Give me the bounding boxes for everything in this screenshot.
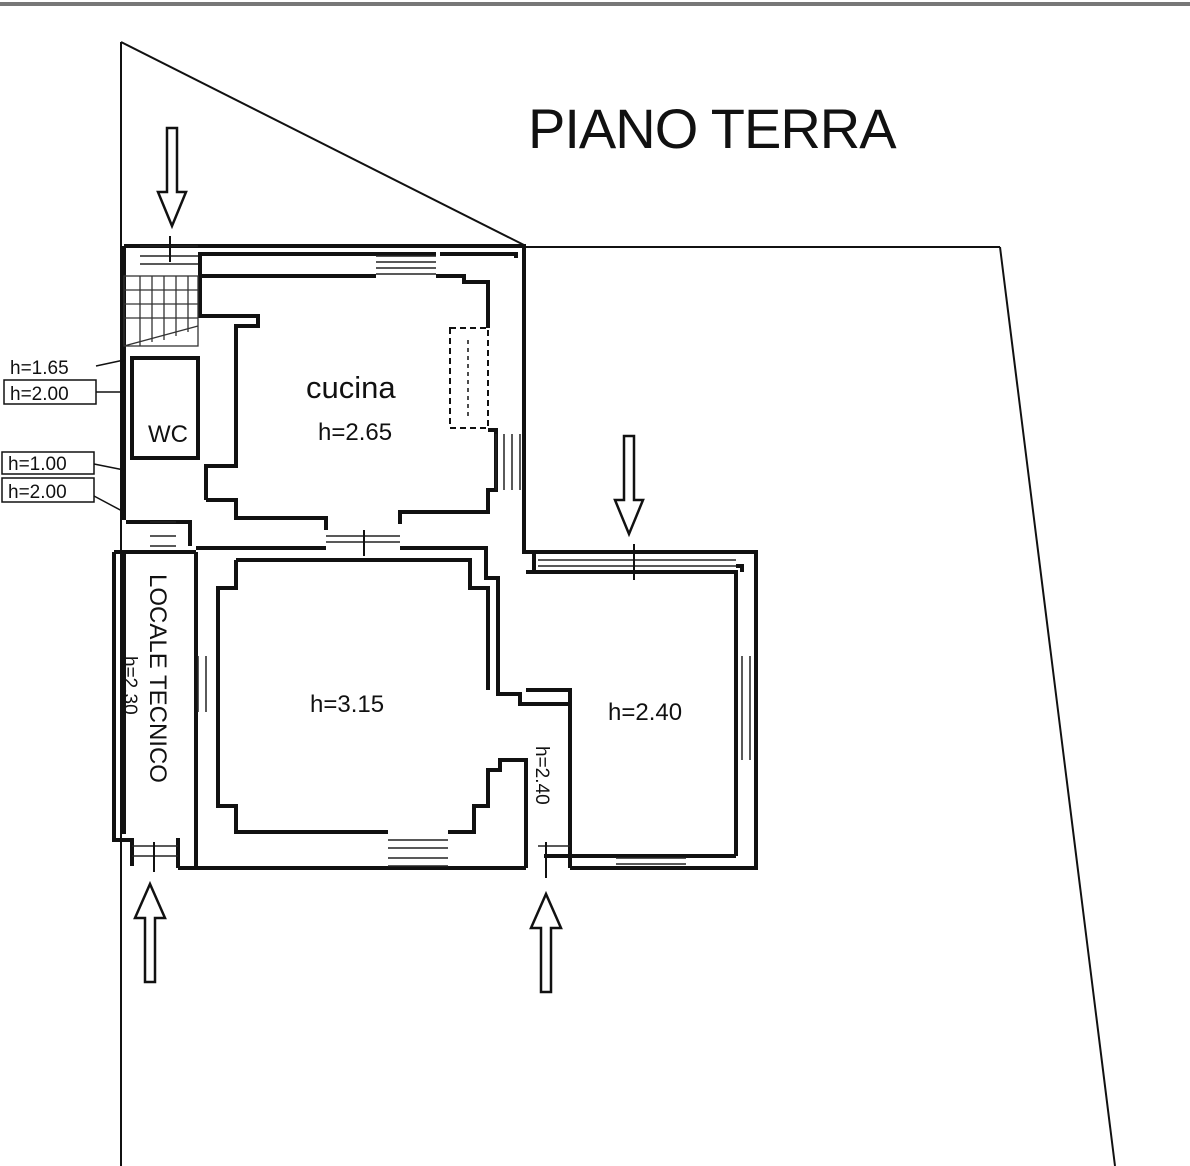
stair-height-label: h=1.65: [10, 358, 69, 379]
building-walls: [112, 244, 758, 870]
page-title: PIANO TERRA: [528, 97, 897, 160]
room-label-wc: WC: [148, 421, 188, 448]
entrance-arrow-north: [156, 126, 188, 230]
stair-height-label: h=2.00: [8, 482, 67, 503]
room-label-technical: LOCALE TECNICO: [144, 574, 171, 783]
room-height-cucina: h=2.65: [318, 419, 392, 446]
kitchen-counter: [449, 327, 489, 429]
stair-heights: h=1.65 h=2.00 h=1.00 h=2.00: [1, 358, 125, 513]
room-height-technical: h=2.30: [119, 656, 140, 715]
entrance-arrow-corridor: [529, 890, 563, 994]
entrance-arrow-technical: [133, 880, 167, 984]
room-height-central: h=3.15: [310, 691, 384, 718]
entrance-arrow-east-room: [613, 434, 645, 538]
room-height-corridor: h=2.40: [531, 746, 552, 805]
windows: [132, 245, 751, 867]
lot-boundary: [120, 41, 1116, 1166]
stair-height-label: h=2.00: [10, 384, 69, 405]
room-height-east: h=2.40: [608, 699, 682, 726]
room-label-cucina: cucina: [306, 370, 396, 405]
stair-height-label: h=1.00: [8, 454, 67, 475]
door-ticks: [153, 236, 635, 878]
